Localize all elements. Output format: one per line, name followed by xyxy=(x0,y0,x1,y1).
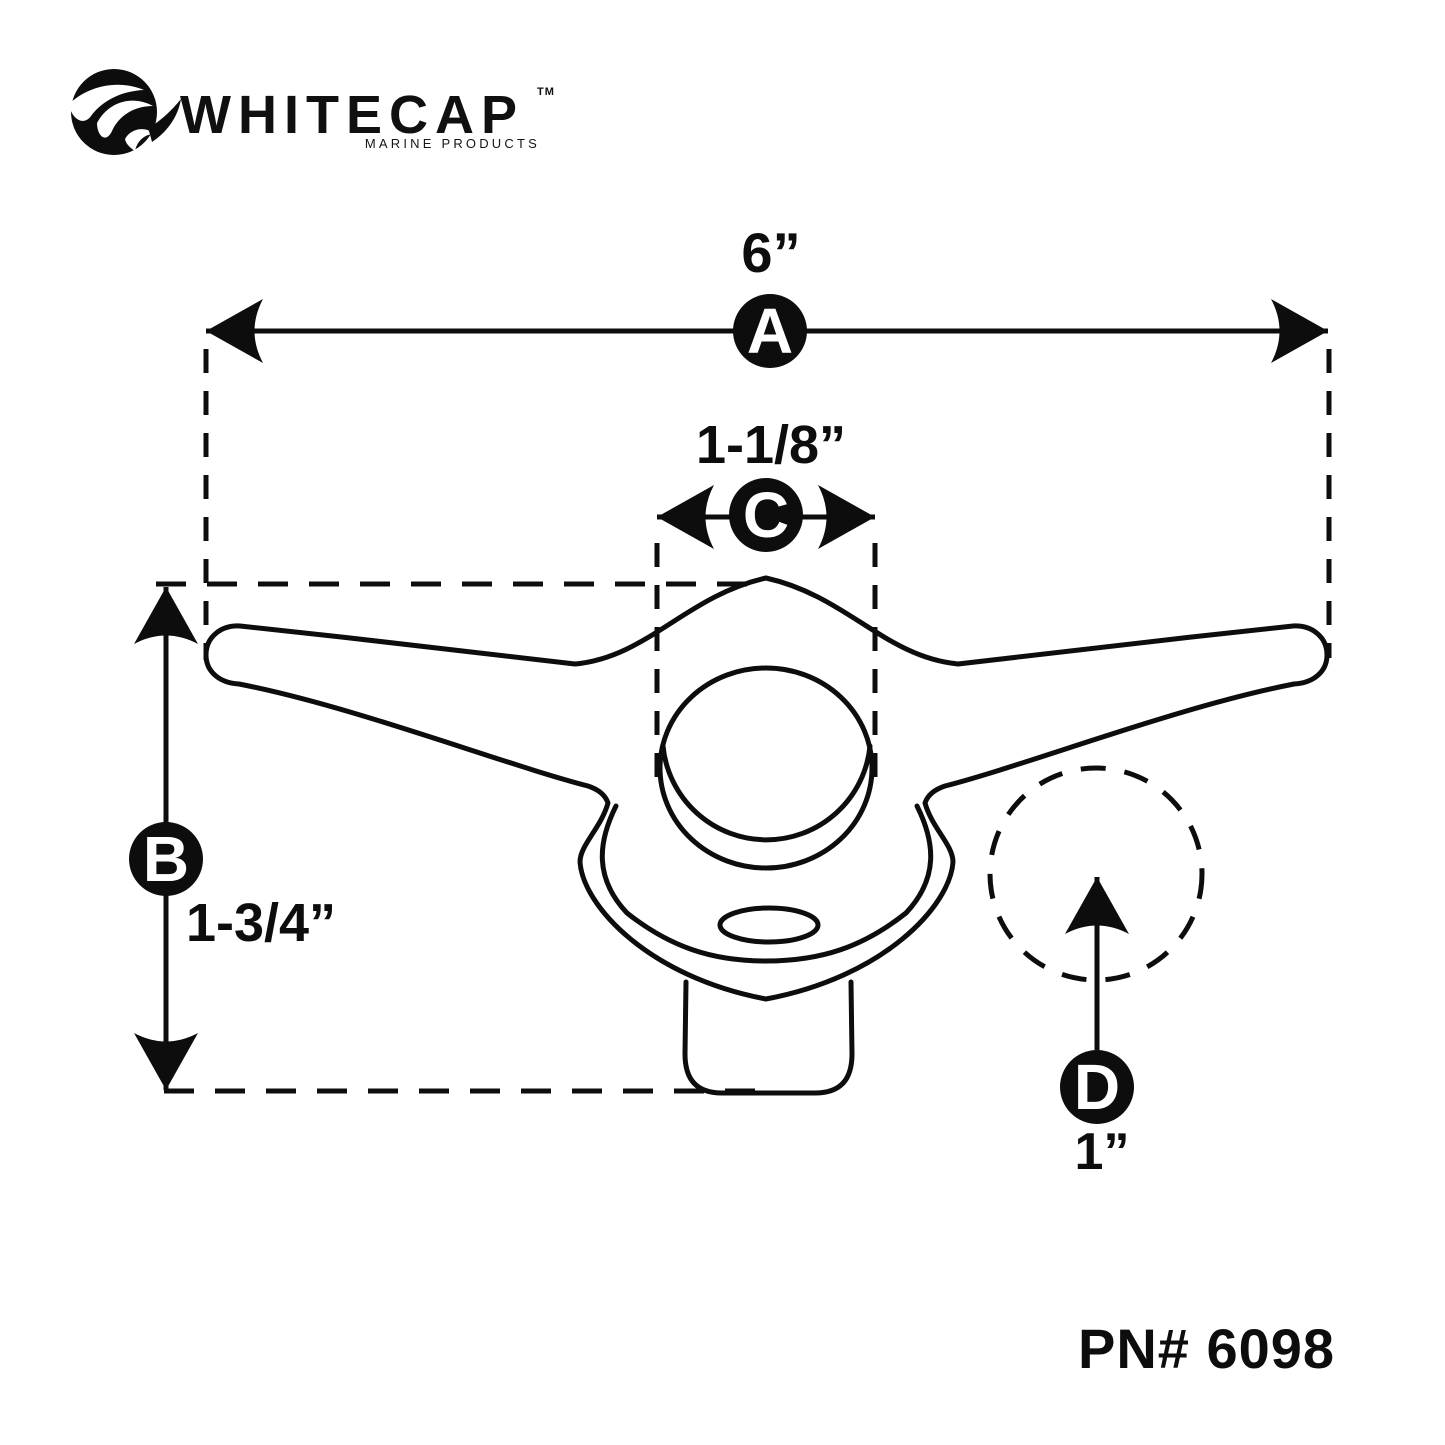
dim-c-arrow-left xyxy=(657,485,714,549)
dim-c-value-label: 1-1/8” xyxy=(695,415,847,475)
dim-b-badge: B xyxy=(129,822,203,896)
dim-a-arrow-right xyxy=(1271,299,1328,363)
rope-hole-crescent-arc xyxy=(660,743,873,843)
dim-d-bolt-circle xyxy=(987,765,1205,983)
brand-tagline: MARINE PRODUCTS xyxy=(364,136,540,151)
dim-c-badge-letter: C xyxy=(742,479,790,551)
dim-a-badge: A xyxy=(733,294,807,368)
trademark-symbol: TM xyxy=(537,86,555,98)
dim-c-badge: C xyxy=(729,478,803,552)
dim-d-arrow-up xyxy=(1065,877,1129,934)
dim-b-badge-letter: B xyxy=(142,823,190,895)
stem-outline xyxy=(682,979,855,1096)
dim-b-arrow-up xyxy=(134,587,198,644)
dim-a-arrow-left xyxy=(206,299,263,363)
dim-d-badge: D xyxy=(1060,1050,1134,1124)
dim-d-value-label: 1” xyxy=(1074,1123,1130,1181)
part-number-label: PN# 6098 xyxy=(1078,1317,1336,1380)
cleat-outline xyxy=(203,575,1330,1002)
dim-a-badge-letter: A xyxy=(746,295,794,367)
base-lip-line xyxy=(599,803,934,964)
brand-wordmark: WHITECAP xyxy=(180,85,524,145)
dim-b-arrow-down xyxy=(134,1033,198,1090)
dim-b-value-label: 1-3/4” xyxy=(185,893,337,953)
dim-a-value-label: 6” xyxy=(741,221,801,284)
dim-d-badge-letter: D xyxy=(1073,1051,1121,1123)
dim-c-arrow-right xyxy=(818,485,875,549)
logo-wave-icon xyxy=(48,69,181,167)
rope-hole-circle xyxy=(657,665,875,871)
mounting-hole xyxy=(717,905,821,945)
